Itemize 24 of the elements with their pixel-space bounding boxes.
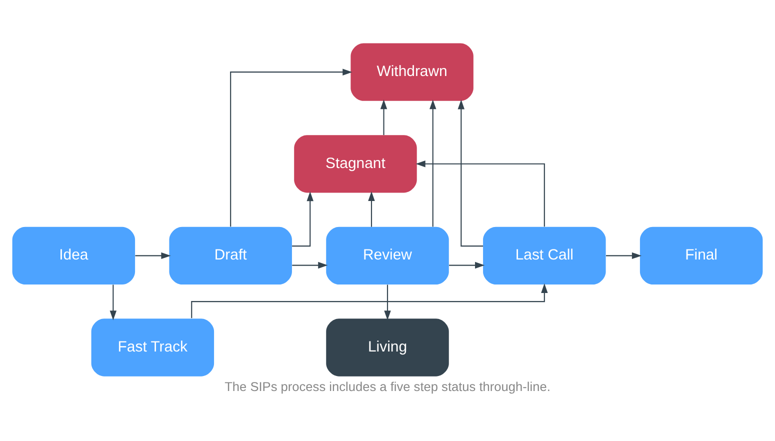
arrow [430,99,436,226]
node-box: Fast Track [91,318,214,376]
arrow [458,99,484,246]
arrow [368,190,375,226]
arrow [191,282,548,318]
node-box: Idea [12,226,136,284]
node-box: Withdrawn [350,42,474,100]
arrow [135,252,171,259]
arrow [380,99,388,135]
node-box: Living [326,318,449,376]
node-box: Last Call [483,226,606,284]
node-box: Review [326,226,449,284]
arrow [449,261,485,268]
arrow [110,284,117,320]
arrow [416,160,545,226]
caption: The SIPs process includes a five step status through-line. [224,378,550,394]
node-box: Final [640,226,763,284]
node-box: Stagnant [294,134,417,192]
arrow [230,68,352,226]
node-box: Draft [169,226,292,284]
arrow [384,284,391,320]
arrow [606,252,642,259]
arrow [292,261,328,268]
arrow [292,190,314,246]
